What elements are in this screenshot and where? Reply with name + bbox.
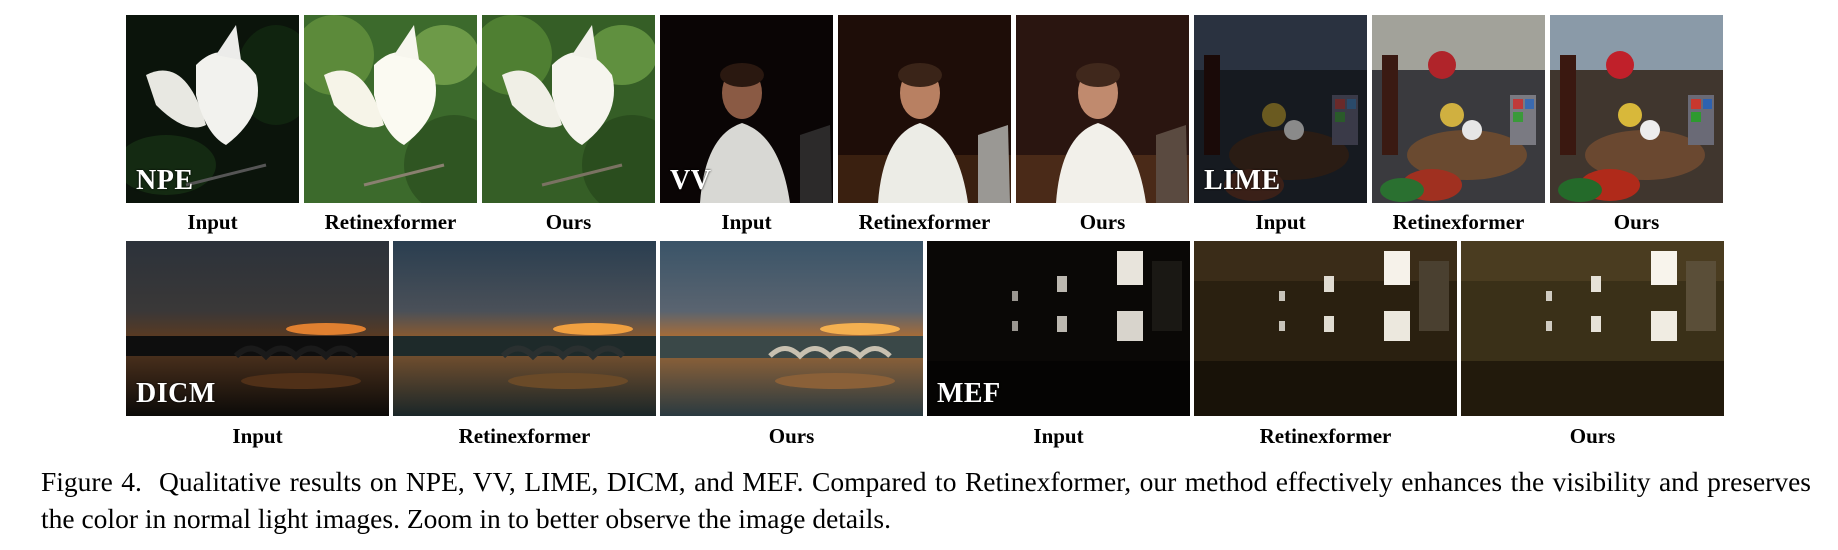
vv-retinexformer-image: [838, 15, 1011, 203]
caption-vv-ours: Ours: [1079, 210, 1126, 234]
npe-retinexformer-image: [304, 15, 477, 203]
vv-input-image: VV: [660, 15, 833, 203]
dicm-retinexformer-image: [393, 241, 656, 416]
lime-ours-image: [1550, 15, 1723, 203]
dataset-label-dicm: DICM: [136, 378, 216, 409]
lime-retinexformer-image: [1372, 15, 1545, 203]
mef-retinexformer-image: [1194, 241, 1457, 416]
dicm-input-image: DICM: [126, 241, 389, 416]
caption-dicm-retinexformer: Retinexformer: [458, 424, 591, 448]
figure-caption-text: Qualitative results on NPE, VV, LIME, DI…: [41, 466, 1811, 534]
figure-caption-label: Figure 4.: [41, 466, 142, 497]
caption-mef-ours: Ours: [1569, 424, 1616, 448]
caption-npe-ours: Ours: [545, 210, 592, 234]
dicm-ours-image: [660, 241, 923, 416]
dataset-label-lime: LIME: [1204, 165, 1281, 196]
caption-mef-input: Input: [1033, 424, 1084, 448]
caption-vv-retinexformer: Retinexformer: [858, 210, 991, 234]
vv-ours-image: [1016, 15, 1189, 203]
dataset-label-npe: NPE: [136, 165, 194, 196]
caption-lime-ours: Ours: [1613, 210, 1660, 234]
caption-dicm-ours: Ours: [768, 424, 815, 448]
caption-npe-retinexformer: Retinexformer: [324, 210, 457, 234]
npe-input-image: NPE: [126, 15, 299, 203]
caption-vv-input: Input: [721, 210, 772, 234]
mef-ours-image: [1461, 241, 1724, 416]
caption-lime-input: Input: [1255, 210, 1306, 234]
caption-dicm-input: Input: [232, 424, 283, 448]
dataset-label-vv: VV: [670, 165, 712, 196]
caption-mef-retinexformer: Retinexformer: [1259, 424, 1392, 448]
figure-caption: Figure 4. Qualitative results on NPE, VV…: [41, 463, 1811, 537]
caption-npe-input: Input: [187, 210, 238, 234]
caption-lime-retinexformer: Retinexformer: [1392, 210, 1525, 234]
dataset-label-mef: MEF: [937, 378, 1001, 409]
mef-input-image: MEF: [927, 241, 1190, 416]
lime-input-image: LIME: [1194, 15, 1367, 203]
npe-ours-image: [482, 15, 655, 203]
